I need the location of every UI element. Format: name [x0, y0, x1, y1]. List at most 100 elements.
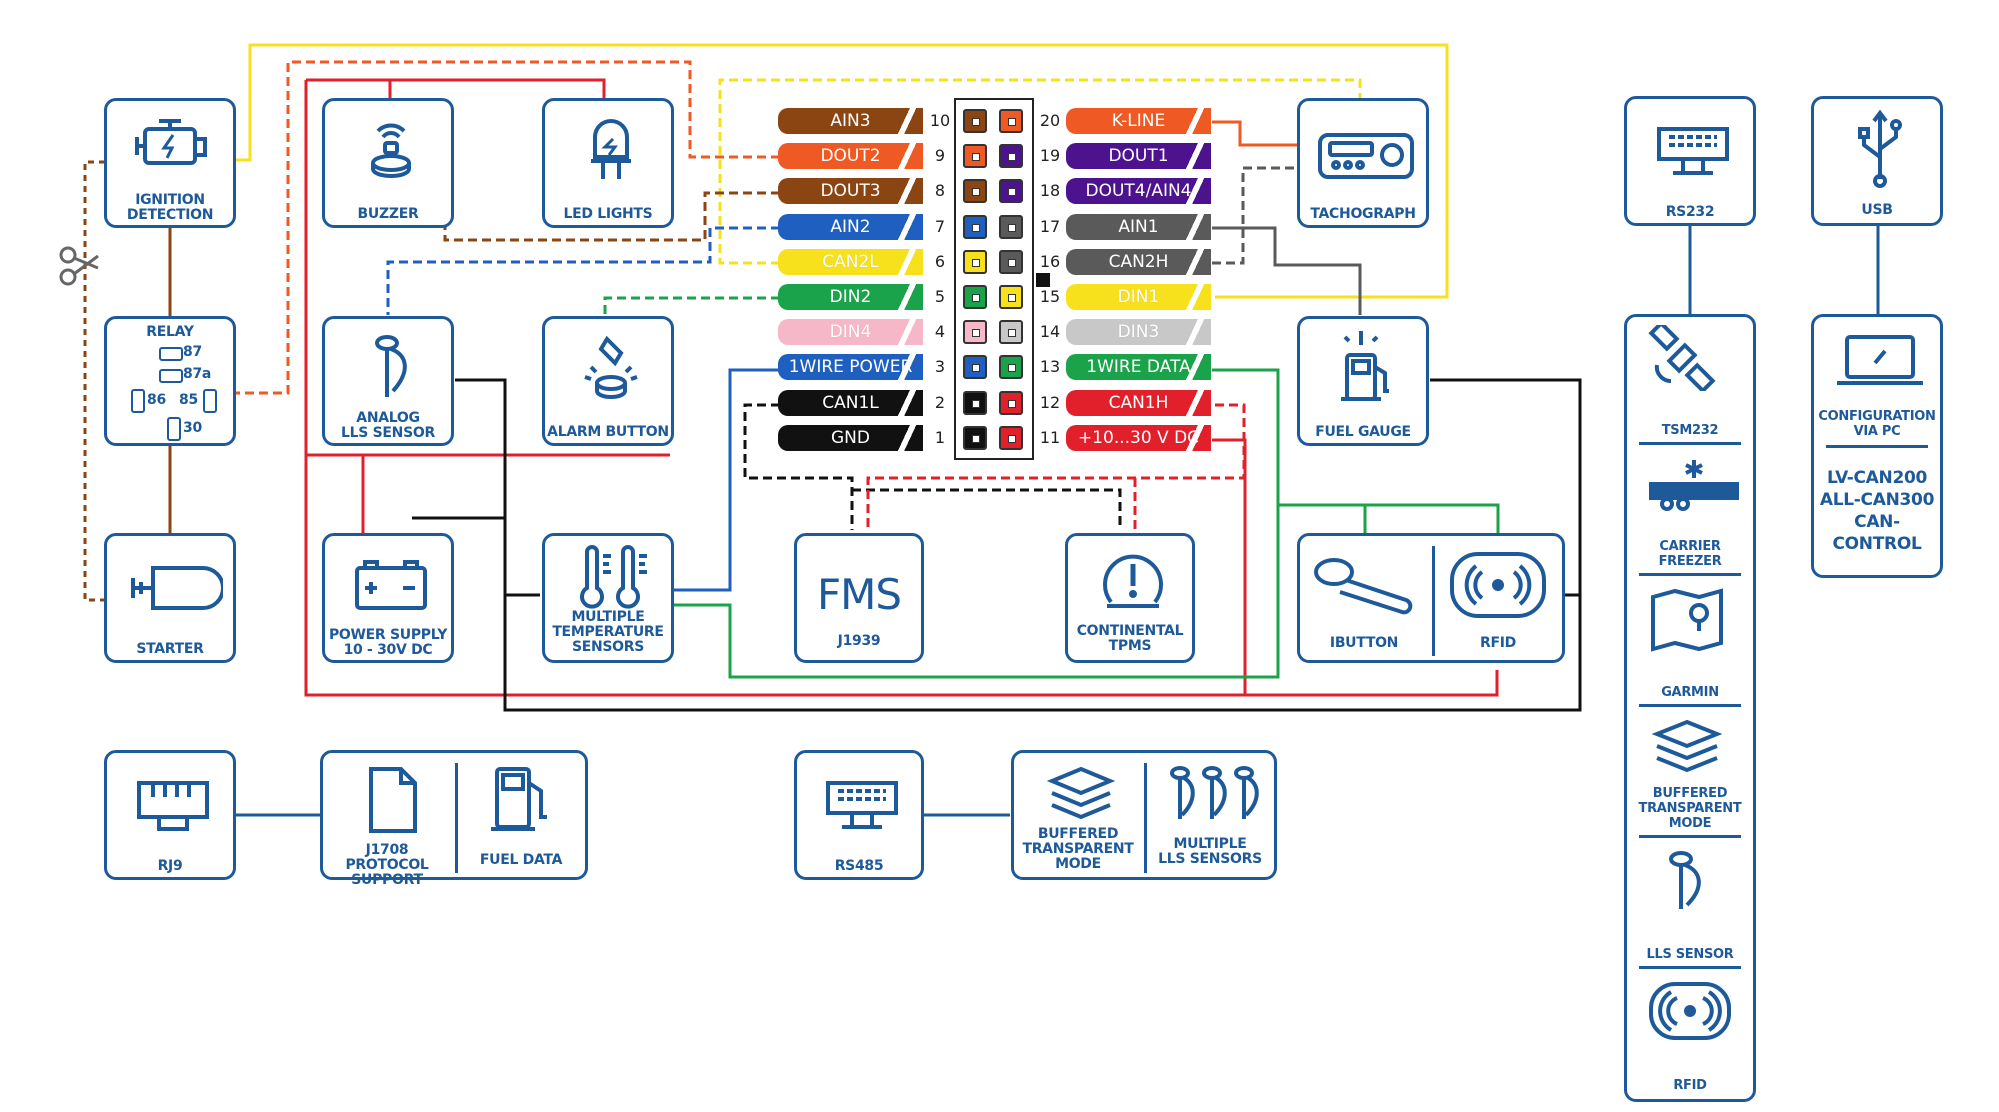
- pin-5-number: 5: [934, 287, 946, 306]
- pin-7-label: AIN2: [778, 213, 923, 240]
- ibutton-rfid-divider: [1432, 546, 1435, 656]
- pin-17-label: AIN1: [1066, 213, 1211, 240]
- pin-10-label: AIN3: [778, 108, 923, 134]
- relay-30-label: 30: [183, 420, 202, 436]
- pin-7-socket: [963, 214, 987, 239]
- pin-16-number: 16: [1039, 251, 1061, 271]
- multi-lls-label: MULTIPLE LLS SENSORS: [1158, 836, 1262, 867]
- relay-pin-85: [203, 389, 217, 413]
- pin-4-socket: [963, 320, 987, 345]
- buffered-divider: [1144, 763, 1147, 873]
- pin-15-label: DIN1: [1066, 284, 1211, 310]
- starter-label: STARTER: [136, 641, 204, 657]
- rs232-device-label: CARRIER FREEZER: [1658, 539, 1722, 569]
- rs485-box: RS485: [794, 750, 924, 880]
- pin-12-socket: [999, 390, 1023, 415]
- led-label: LED LIGHTS: [563, 206, 653, 222]
- lls-probe-icon: [375, 335, 407, 397]
- lls-probe-icon: [1647, 849, 1741, 920]
- pin-1-label: GND: [778, 424, 923, 451]
- thermometer-icon: [580, 545, 647, 609]
- j1708-divider: [455, 763, 458, 873]
- tire-pressure-icon: [1103, 554, 1163, 608]
- pin-15-number: 15: [1039, 287, 1061, 306]
- led-icon: [591, 119, 631, 179]
- alarm-button-icon: [584, 335, 638, 399]
- fuel-gauge-label: FUEL GAUGE: [1315, 424, 1411, 440]
- buzzer-box: BUZZER: [322, 98, 454, 228]
- tachograph-box: TACHOGRAPH: [1297, 98, 1429, 228]
- wire-1wire-power: [672, 368, 780, 592]
- ibutton-icon: [1314, 558, 1413, 615]
- pin-5-socket: [963, 285, 987, 309]
- rs232-device-label: TSM232: [1661, 423, 1719, 438]
- pin-13-number: 13: [1039, 357, 1061, 377]
- pin-12-number: 12: [1039, 392, 1061, 412]
- alarm-button-label: ALARM BUTTON: [547, 424, 669, 440]
- wire-red-power: [304, 78, 1499, 697]
- pin-12-label: CAN1H: [1066, 389, 1211, 416]
- wire-ain1: [1212, 226, 1362, 315]
- rs232-list-divider: [1639, 442, 1741, 445]
- wire-red-top: [388, 78, 606, 98]
- pin-17-number: 17: [1039, 216, 1061, 236]
- temperature-sensors-box: MULTIPLE TEMPERATURE SENSORS: [542, 533, 674, 663]
- rfid-label: RFID: [1480, 635, 1516, 651]
- relay-pin-87a: [159, 369, 183, 383]
- engine-icon: [135, 119, 207, 165]
- wire-dout2-relay: [210, 60, 920, 395]
- continental-label: CONTINENTAL TPMS: [1076, 623, 1184, 654]
- fuel-gauge-icon: [1341, 331, 1389, 401]
- wire-can1h: [866, 403, 1246, 530]
- pin-6-socket: [963, 249, 987, 274]
- pin-18-socket: [999, 179, 1023, 204]
- fms-j1939-label: J1939: [837, 633, 881, 649]
- pin-9-socket: [963, 144, 987, 169]
- fuel-pump-icon: [491, 767, 547, 831]
- document-icon: [369, 767, 417, 833]
- rs485-port-icon: [826, 781, 898, 829]
- pin-11-number: 11: [1039, 427, 1061, 447]
- usb-icon: [1858, 109, 1902, 188]
- pin-13-label: 1WIRE DATA: [1066, 354, 1211, 381]
- rs232-port-icon: [1657, 127, 1729, 175]
- scissors-icon: [59, 246, 99, 286]
- wire-dout3: [443, 191, 920, 242]
- pin-1-socket: [963, 425, 987, 450]
- pin-11-label: +10...30 V DC: [1066, 424, 1211, 451]
- pin-7-number: 7: [934, 216, 946, 236]
- led-lights-box: LED LIGHTS: [542, 98, 674, 228]
- relay-box: RELAY 87 87a 86 85 30: [104, 316, 236, 446]
- rfid-icon: [1450, 552, 1546, 618]
- layers-icon: [1046, 766, 1116, 820]
- pin-6-number: 6: [934, 251, 946, 271]
- pin-10-number: 10: [929, 111, 951, 130]
- pin-10-socket: [963, 109, 987, 133]
- satellite-icon: [1647, 320, 1741, 396]
- buzzer-label: BUZZER: [357, 206, 419, 222]
- multiple-lls-icon: [1170, 766, 1259, 819]
- pin-14-number: 14: [1039, 322, 1061, 342]
- relay-pin-30: [167, 417, 181, 441]
- pin-8-socket: [963, 179, 987, 204]
- pin-8-number: 8: [934, 181, 946, 201]
- rfid-icon: [1647, 980, 1741, 1051]
- usb-config-divider: [1826, 445, 1928, 448]
- relay-pin-86: [131, 389, 145, 413]
- wire-1wire-data: [672, 368, 1500, 679]
- analog-lls-label: ANALOG LLS SENSOR: [341, 410, 435, 441]
- pin-16-socket: [999, 249, 1023, 274]
- power-supply-box: POWER SUPPLY 10 - 30V DC: [322, 533, 454, 663]
- rs232-box: RS232: [1624, 96, 1756, 226]
- pin-14-label: DIN3: [1066, 319, 1211, 346]
- pin-2-number: 2: [934, 392, 946, 412]
- usb-box: USB: [1811, 96, 1943, 226]
- pin-15-socket: [999, 285, 1023, 309]
- pin-18-number: 18: [1039, 181, 1061, 201]
- pin-19-number: 19: [1039, 146, 1061, 166]
- pin-20-socket: [999, 109, 1023, 133]
- rs232-device-label: LLS SENSOR: [1646, 947, 1734, 962]
- buzzer-icon: [371, 123, 411, 178]
- wire-can1l: [743, 403, 1122, 530]
